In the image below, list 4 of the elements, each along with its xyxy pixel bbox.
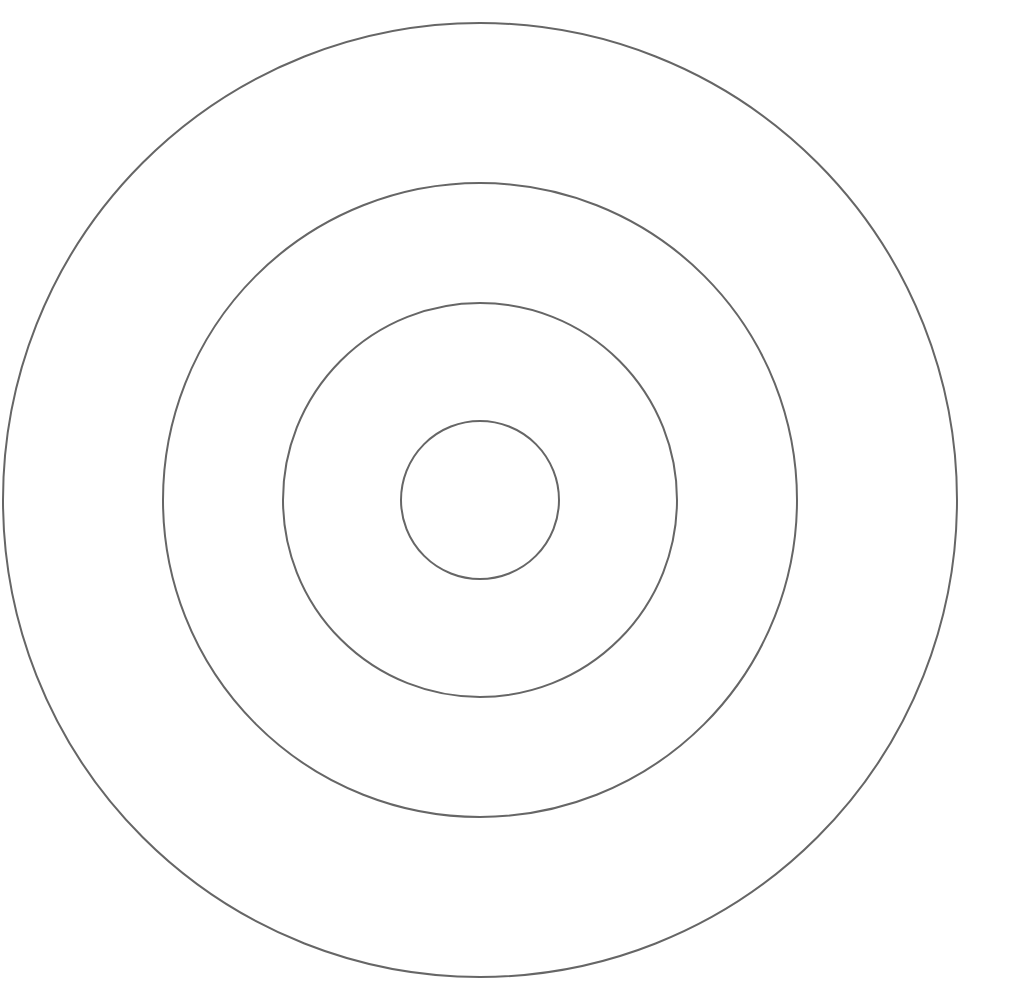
circle <box>2 22 958 978</box>
circle <box>162 182 798 818</box>
circle <box>400 420 560 580</box>
circle <box>282 302 678 698</box>
